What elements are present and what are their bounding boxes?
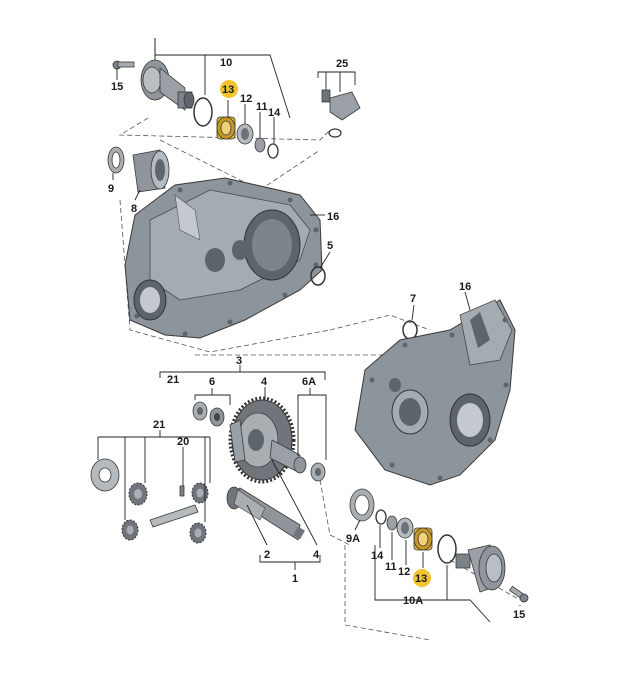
callout-6: 6 [209, 376, 215, 388]
callout-14-top: 14 [268, 107, 281, 119]
callout-10a: 10A [403, 595, 423, 607]
callout-21-top: 21 [167, 374, 179, 386]
callout-10: 10 [220, 57, 232, 69]
callout-8: 8 [131, 203, 137, 215]
ring-gear-4 [228, 396, 301, 484]
lower-flange-group [349, 488, 529, 603]
callout-5: 5 [327, 240, 333, 252]
side-gear-lower [121, 519, 139, 541]
callout-16-right: 16 [459, 281, 471, 293]
o-ring-top [193, 97, 213, 127]
thrust-washer-21 [90, 458, 120, 492]
planet-gear-upper [191, 482, 209, 504]
seal-ring-5 [310, 266, 326, 286]
highlight-badge-13-top [220, 80, 238, 98]
top-flange-group [112, 59, 279, 159]
bolt-15-bottom [508, 585, 529, 603]
callout-13-top: 13 [222, 84, 234, 96]
planet-gear-lower [189, 522, 207, 544]
callout-11-top: 11 [256, 101, 268, 113]
tapered-bearing-13-top [216, 116, 236, 140]
bracket-25 [321, 89, 361, 138]
gear-assembly [192, 396, 326, 484]
callout-15-bottom: 15 [513, 609, 525, 621]
callout-6a: 6A [302, 376, 316, 388]
side-gear-upper [128, 482, 148, 506]
callout-11-bottom: 11 [385, 561, 397, 573]
callout-labels: 10 13 12 11 14 15 25 9 8 16 5 7 16 3 21 … [108, 57, 525, 621]
flange-shaft-top [140, 59, 195, 111]
callout-2: 2 [264, 549, 270, 561]
bolt-15-top [112, 60, 135, 70]
callout-20: 20 [177, 436, 189, 448]
circlip-14-top [267, 143, 279, 159]
upper-gearbox-housing-16 [124, 177, 323, 339]
pinion-shaft-2 [226, 486, 305, 541]
seal-ring-7 [402, 320, 418, 340]
callout-7: 7 [410, 293, 416, 305]
callout-14-bottom: 14 [371, 550, 384, 562]
callout-15-top: 15 [111, 81, 123, 93]
tapered-bearing-13-bottom [413, 527, 433, 551]
callout-13-bottom: 13 [415, 573, 427, 585]
circlip-14-bottom [375, 509, 387, 525]
flange-shaft-bottom [455, 544, 506, 593]
callout-25: 25 [336, 58, 348, 70]
shim-11-bottom [386, 515, 398, 531]
callout-3: 3 [236, 355, 242, 367]
callout-4-bottom: 4 [313, 549, 320, 561]
callout-9a: 9A [346, 533, 360, 545]
callout-4-top: 4 [261, 376, 268, 388]
bearing-cup-8 [132, 149, 170, 193]
callout-16-top: 16 [327, 211, 339, 223]
o-ring-bottom [437, 534, 457, 564]
highlight-badge-13-bottom [413, 569, 431, 587]
callout-12-top: 12 [240, 93, 252, 105]
differential-internals [90, 458, 209, 544]
callout-12-bottom: 12 [398, 566, 410, 578]
callout-9: 9 [108, 183, 114, 195]
bearing-9 [107, 146, 125, 174]
leader-lines [97, 38, 521, 623]
cross-pin-20 [149, 485, 199, 528]
bearing-9a [349, 488, 375, 522]
lower-gearbox-housing-16 [354, 299, 516, 486]
callout-1: 1 [292, 573, 298, 585]
bearing-6a-left [293, 456, 307, 474]
callout-21-left: 21 [153, 419, 165, 431]
shim-11-top [254, 137, 266, 153]
